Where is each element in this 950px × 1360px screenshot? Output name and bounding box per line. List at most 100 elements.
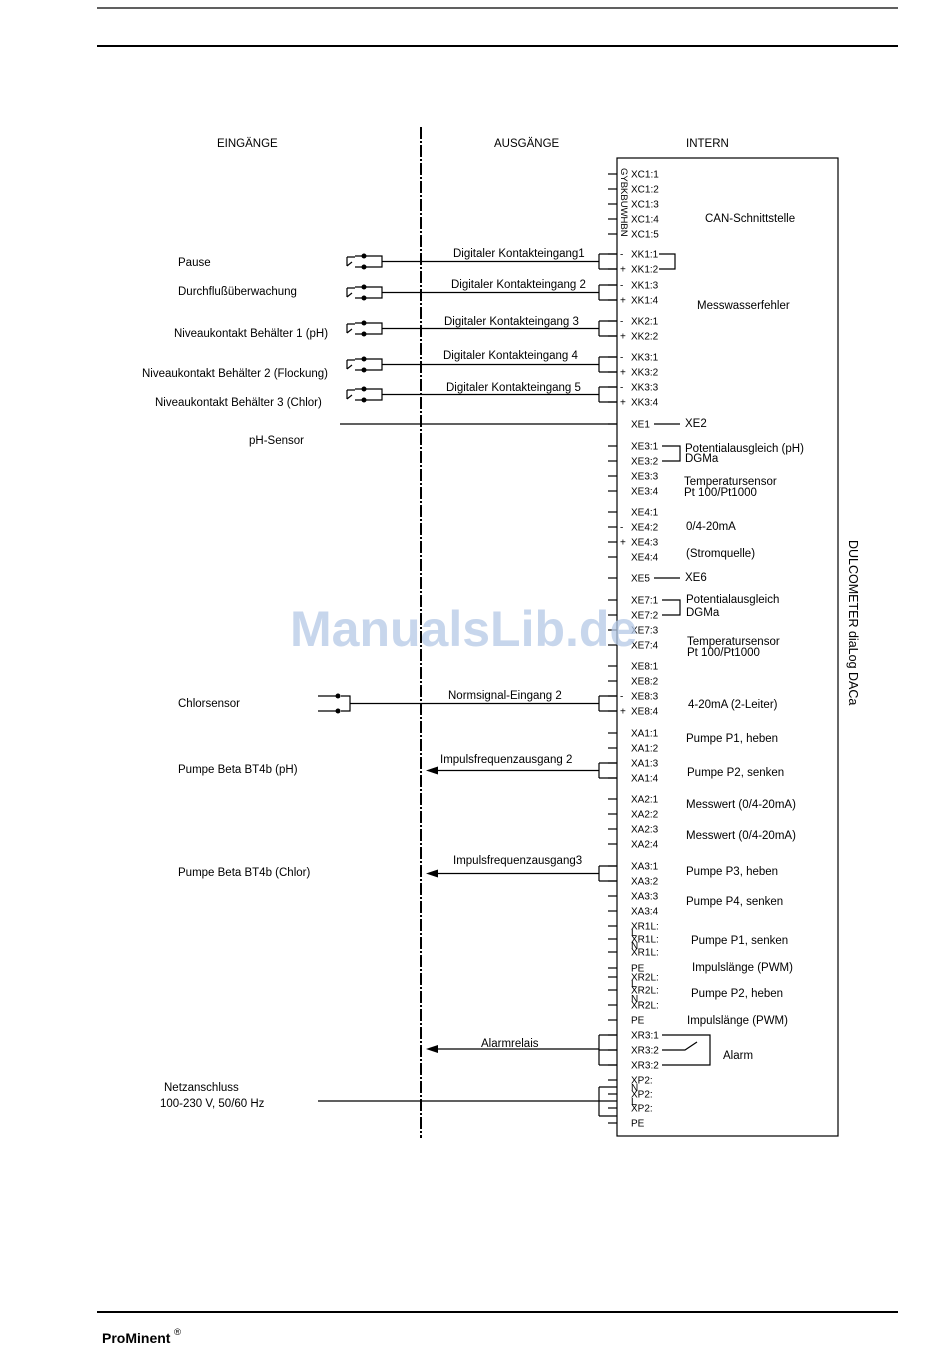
terminal-bracket	[598, 865, 617, 882]
terminal-label: XE3:1	[631, 442, 659, 453]
terminal-bracket	[598, 253, 617, 270]
terminal-label: XA3:3	[631, 892, 659, 903]
terminal-prefix: -	[620, 523, 623, 534]
brand-mark: ®	[174, 1327, 181, 1338]
terminal-label: XK3:2	[631, 368, 659, 379]
input-label: Niveaukontakt Behälter 2 (Flockung)	[142, 368, 328, 380]
intern-label: Pumpe P1, senken	[691, 935, 788, 947]
terminal-label: XE8:2	[631, 677, 659, 688]
input-label: 100-230 V, 50/60 Hz	[160, 1098, 265, 1110]
device-label: DULCOMETER diaLog DACa	[846, 540, 860, 705]
pump-arrow	[426, 766, 438, 775]
intern-label: Pt 100/Pt1000	[684, 487, 757, 499]
terminal-label: XE4:2	[631, 523, 659, 534]
terminal-label: XR3:2	[631, 1061, 659, 1072]
terminal-label: XR1L:	[631, 922, 659, 933]
terminal-label: XE3:4	[631, 487, 659, 498]
wire-label: Impulsfrequenzausgang3	[453, 855, 582, 867]
alarm-contact	[662, 1034, 711, 1066]
terminal-prefix: N	[631, 994, 638, 1005]
terminal-label: XC1:5	[631, 230, 659, 241]
terminal-prefix: L	[631, 1097, 637, 1108]
can-wire-colors: GYBKBUWHBN	[618, 168, 629, 237]
terminal-prefix: +	[620, 265, 626, 276]
terminal-label: XR2L:	[631, 986, 659, 997]
intern-label: Temperatursensor	[684, 476, 777, 488]
intern-label: Pumpe P3, heben	[686, 866, 778, 878]
terminal-prefix: +	[620, 398, 626, 409]
header-outputs: AUSGÄNGE	[494, 138, 560, 150]
terminal-label: XK1:4	[631, 296, 659, 307]
wire-label: Digitaler Kontakteingang 3	[444, 316, 579, 328]
switch-symbol	[346, 256, 355, 267]
mains-bracket	[598, 1086, 617, 1117]
intern-label: XE6	[685, 572, 707, 584]
terminal-prefix: -	[620, 250, 623, 261]
watermark: ManualsLib.de	[290, 601, 637, 657]
terminal-label: XK2:2	[631, 332, 659, 343]
intern-label: Pumpe P2, heben	[691, 988, 783, 1000]
intern-label: DGMa	[686, 607, 720, 619]
wire-label: Digitaler Kontakteingang1	[453, 248, 585, 260]
switch-symbol	[346, 287, 355, 298]
terminal-prefix: L	[631, 979, 637, 990]
wire-label: Alarmrelais	[481, 1038, 539, 1050]
terminal-label: PE	[631, 1119, 645, 1130]
terminal-label: XE7:1	[631, 596, 659, 607]
terminal-label: XA3:1	[631, 862, 659, 873]
terminal-label: XE4:1	[631, 508, 659, 519]
xk1-bridge	[659, 253, 676, 270]
terminal-label: XK1:1	[631, 250, 659, 261]
wire-label: Digitaler Kontakteingang 2	[451, 279, 586, 291]
terminal-prefix: -	[620, 281, 623, 292]
terminal-label: XK2:1	[631, 317, 659, 328]
contact-input	[346, 356, 617, 373]
terminal-label: XA1:4	[631, 774, 659, 785]
terminal-label: XA1:3	[631, 759, 659, 770]
terminal-label: XA3:2	[631, 877, 659, 888]
intern-label: 4-20mA (2-Leiter)	[688, 699, 778, 711]
terminal-label: XC1:4	[631, 215, 659, 226]
switch-symbol	[346, 323, 355, 334]
terminal-prefix: +	[620, 296, 626, 307]
terminal-label: XA3:4	[631, 907, 659, 918]
terminal-label: XE8:4	[631, 707, 659, 718]
terminal-prefix: -	[620, 383, 623, 394]
sensor-loop	[341, 695, 351, 712]
wire-label: Digitaler Kontakteingang 4	[443, 350, 578, 362]
intern-label: Impulslänge (PWM)	[692, 962, 793, 974]
contact-input	[346, 253, 617, 270]
terminal-dot	[335, 693, 341, 699]
header-inputs: EINGÄNGE	[217, 138, 278, 150]
terminal-label: XC1:2	[631, 185, 659, 196]
terminal-label: XR2L:	[631, 973, 659, 984]
intern-label: Messwert (0/4-20mA)	[686, 830, 796, 842]
input-label: Pumpe Beta BT4b (Chlor)	[178, 867, 310, 879]
terminal-label: XC1:1	[631, 170, 659, 181]
intern-label: Messwasserfehler	[697, 300, 790, 312]
alarm-arrow	[426, 1045, 438, 1053]
terminal-label: XC1:3	[631, 200, 659, 211]
contact-input	[346, 284, 617, 301]
terminal-label: XP2:	[631, 1104, 653, 1115]
terminal-label: XP2:	[631, 1090, 653, 1101]
input-label: Chlorsensor	[178, 698, 240, 710]
terminal-label: XA2:3	[631, 825, 659, 836]
intern-label: Pumpe P4, senken	[686, 896, 783, 908]
terminal-label: XE8:3	[631, 692, 659, 703]
terminal-label: XE7:2	[631, 611, 659, 622]
input-label: pH-Sensor	[249, 435, 304, 447]
intern-label: Pumpe P2, senken	[687, 767, 784, 779]
intern-label: Temperatursensor	[687, 636, 780, 648]
input-label: Pause	[178, 257, 211, 269]
terminal-label: XA2:2	[631, 810, 659, 821]
terminal-label: XE3:3	[631, 472, 659, 483]
intern-label: XE2	[685, 418, 707, 430]
terminal-label: PE	[631, 1016, 645, 1027]
sensor-leads	[318, 695, 336, 712]
terminal-label: XE3:2	[631, 457, 659, 468]
contact-input	[346, 386, 617, 403]
terminal-label: XK3:3	[631, 383, 659, 394]
terminal-prefix: N	[631, 1083, 638, 1094]
